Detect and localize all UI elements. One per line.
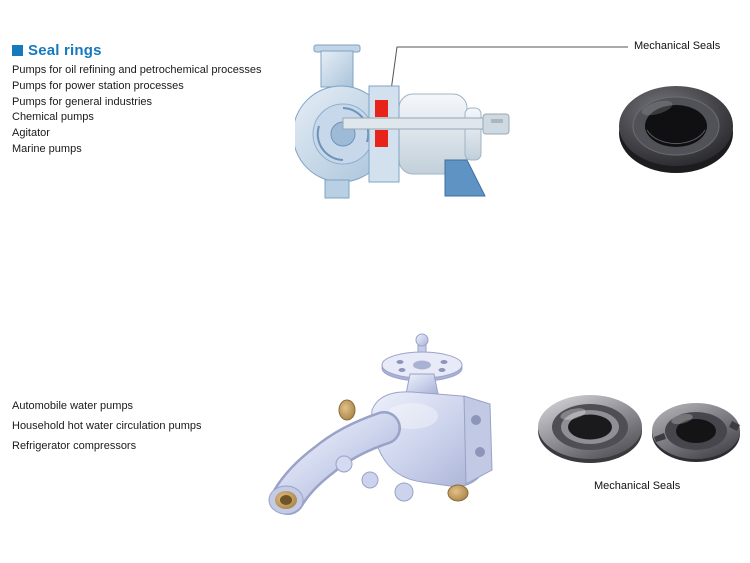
seal-left xyxy=(538,395,642,463)
list-item: Agitator xyxy=(12,127,50,140)
page-title: Seal rings xyxy=(28,42,102,59)
mechanical-seals-photo-bottom xyxy=(538,395,740,463)
list-item: Automobile water pumps xyxy=(12,400,134,412)
mounting-lugs xyxy=(335,399,469,502)
process-pump-cutaway-illustration xyxy=(295,44,510,199)
list-item: Chemical pumps xyxy=(12,111,94,124)
list-item: Marine pumps xyxy=(12,142,82,155)
mechanical-seals-callout-label: Mechanical Seals xyxy=(634,40,721,52)
mechanical-seal-photo-top xyxy=(619,86,733,173)
pump-body xyxy=(371,391,493,488)
seal-right xyxy=(652,403,740,462)
seal-location-marker-top xyxy=(375,100,388,117)
list-item: Pumps for power station processes xyxy=(12,79,184,92)
list-item: Household hot water circulation pumps xyxy=(12,420,202,432)
bearing-frame xyxy=(398,93,486,197)
seal-location-marker-bottom xyxy=(375,130,388,147)
consumer-applications-list: Automobile water pumps Household hot wat… xyxy=(12,396,202,456)
section-header: Seal rings xyxy=(12,42,102,59)
seal-chamber xyxy=(342,85,510,183)
inlet-snout xyxy=(268,411,401,515)
list-item: Pumps for general industries xyxy=(12,95,153,108)
pulley-flange xyxy=(381,333,463,395)
list-item: Refrigerator compressors xyxy=(12,440,137,452)
title-bullet-icon xyxy=(12,45,23,56)
pump-impeller xyxy=(312,103,374,165)
list-item: Pumps for oil refining and petrochemical… xyxy=(12,64,262,76)
industrial-applications-list: Pumps for oil refining and petrochemical… xyxy=(12,63,261,158)
water-pump-illustration xyxy=(268,333,493,515)
mechanical-seals-caption: Mechanical Seals xyxy=(594,480,681,492)
